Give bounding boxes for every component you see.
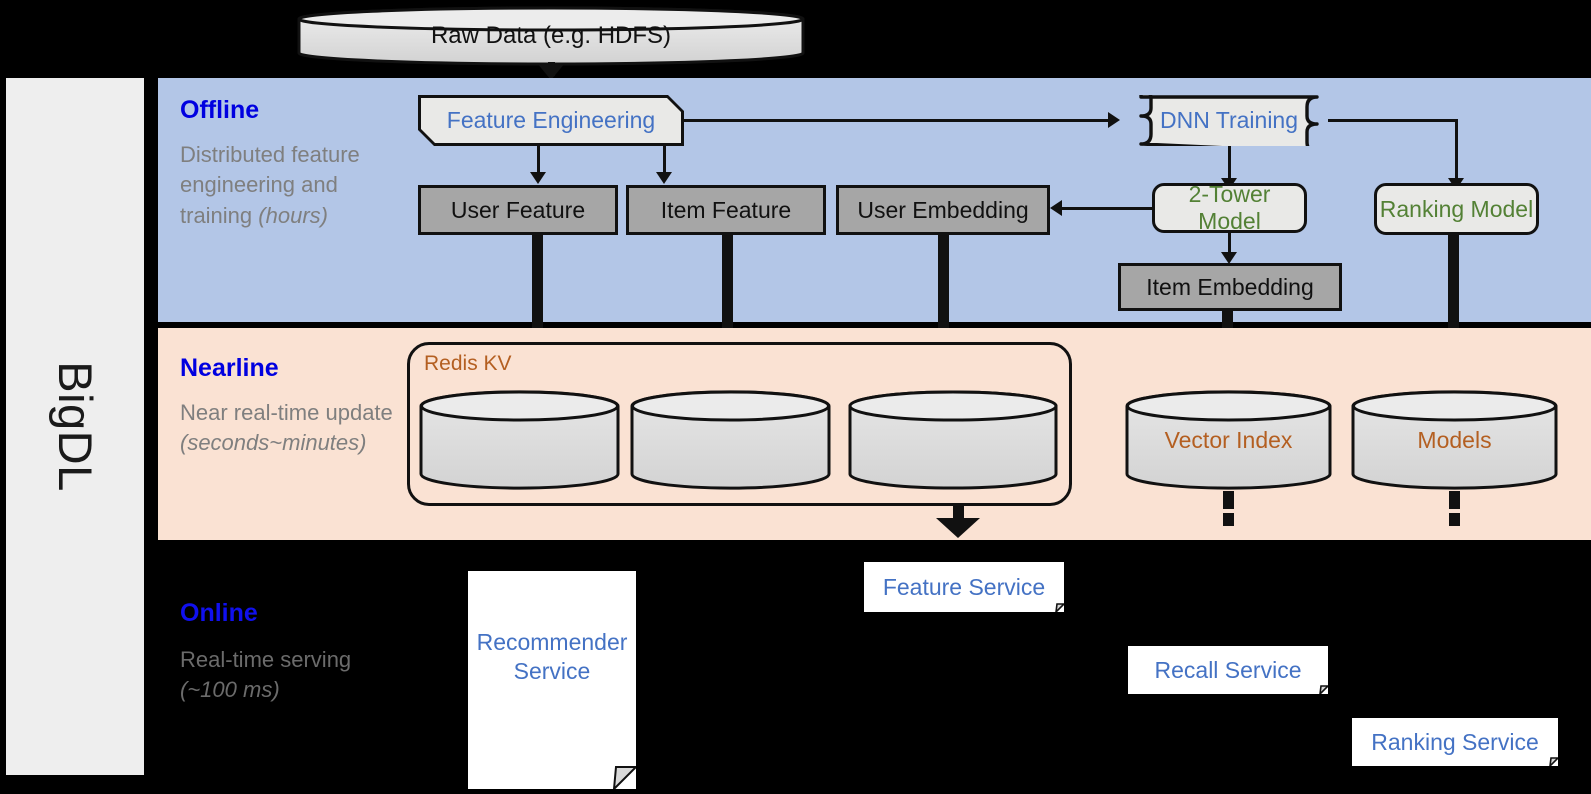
- pipe-userembedding-store: [938, 235, 949, 385]
- database-cylinder-icon: [1125, 390, 1332, 490]
- recommender-service-card[interactable]: Recommender Service: [468, 571, 639, 792]
- item-embedding-node[interactable]: Item Embedding: [1118, 263, 1342, 311]
- arrowhead-fe-dnn: [1108, 112, 1120, 128]
- feature-engineering-node[interactable]: Feature Engineering: [418, 95, 684, 146]
- bigdl-rail-label: BigDL: [6, 78, 144, 775]
- band-nearline-title: Nearline: [180, 354, 279, 382]
- recall-service-label: Recall Service: [1154, 656, 1302, 683]
- models-label: Models: [1417, 426, 1492, 453]
- pipe-itemfeature-store: [722, 235, 733, 385]
- band-offline-title: Offline: [180, 96, 260, 124]
- band-nearline-subtitle: Near real-time update (seconds~minutes): [180, 398, 405, 459]
- database-cylinder-icon: [1351, 390, 1558, 490]
- document-icon: [1352, 718, 1560, 769]
- item-feature-label: Item Feature: [660, 196, 792, 223]
- recommender-service-line2: Service: [513, 658, 591, 684]
- connector-fe-userfeature: [537, 146, 540, 174]
- redis-kv-group: [407, 342, 1072, 506]
- connector-vectorindex-recall-2: [1223, 513, 1234, 526]
- arrowhead-2tower-itemembedding: [1221, 252, 1237, 264]
- band-nearline-subtitle-main: Near real-time update: [180, 400, 393, 425]
- connector-2tower-itemembedding: [1228, 233, 1231, 261]
- document-icon: [468, 571, 639, 792]
- connector-store-featureservice-stub: [953, 506, 964, 522]
- store-item-feature-label: [629, 389, 832, 491]
- connector-2tower-userembedding: [1058, 207, 1154, 210]
- redis-kv-label: Redis KV: [424, 352, 512, 375]
- connector-fe-itemfeature: [663, 146, 666, 174]
- band-online-subtitle-em: (~100 ms): [180, 677, 280, 703]
- arrowhead-fe-itemfeature: [656, 172, 672, 184]
- user-embedding-label: User Embedding: [857, 196, 1029, 223]
- vector-index-label: Vector Index: [1164, 426, 1293, 453]
- band-offline-subtitle: Distributed feature engineering and trai…: [180, 140, 380, 231]
- band-online-title: Online: [180, 599, 258, 627]
- bigdl-label-text: BigDL: [48, 361, 102, 492]
- connector-fe-dnn: [684, 119, 1108, 122]
- band-online-subtitle-main: Real-time serving: [180, 647, 352, 672]
- two-tower-model-node[interactable]: 2-Tower Model: [1152, 181, 1307, 234]
- connector-dnn-ranking-h: [1328, 119, 1458, 122]
- ranking-model-node[interactable]: Ranking Model: [1374, 183, 1539, 235]
- feature-service-card[interactable]: Feature Service: [864, 562, 1066, 615]
- arrowhead-2tower-userembedding: [1050, 200, 1062, 216]
- database-cylinder-icon: [848, 390, 1058, 490]
- store-user-feature-label: [418, 389, 621, 491]
- database-cylinder-icon: [297, 6, 805, 66]
- database-cylinder-icon: [630, 390, 831, 490]
- models-cylinder[interactable]: Models: [1350, 389, 1559, 491]
- recommender-service-label: Recommender Service: [468, 571, 636, 743]
- ranking-model-label: Ranking Model: [1379, 195, 1534, 222]
- user-feature-node[interactable]: User Feature: [418, 185, 618, 235]
- item-feature-node[interactable]: Item Feature: [626, 185, 826, 235]
- ranking-service-label: Ranking Service: [1371, 728, 1539, 755]
- dnn-training-label: DNN Training: [1159, 107, 1299, 133]
- store-user-embedding-cylinder[interactable]: [847, 389, 1059, 491]
- item-embedding-label: Item Embedding: [1146, 273, 1314, 300]
- dnn-training-shape: [1139, 95, 1319, 146]
- feature-engineering-label: Feature Engineering: [421, 98, 681, 143]
- recall-service-card[interactable]: Recall Service: [1128, 646, 1330, 697]
- arrowhead-rawdata-fe: [537, 63, 565, 80]
- database-cylinder-icon: [419, 390, 620, 490]
- connector-dnn-ranking-v: [1455, 119, 1458, 180]
- connector-vectorindex-recall-1: [1223, 491, 1234, 509]
- arrowhead-store-featureservice: [936, 518, 980, 538]
- store-item-feature-cylinder[interactable]: [629, 389, 832, 491]
- two-tower-model-label: 2-Tower Model: [1188, 181, 1271, 234]
- document-icon: [1128, 646, 1330, 697]
- pipe-rankingmodel-models: [1448, 235, 1459, 391]
- vector-index-cylinder[interactable]: Vector Index: [1124, 389, 1333, 491]
- connector-dnn-2tower: [1228, 146, 1231, 180]
- feature-service-label: Feature Service: [882, 573, 1046, 600]
- pipe-userfeature-store: [532, 235, 543, 393]
- store-user-feature-cylinder[interactable]: [418, 389, 621, 491]
- raw-data-label: Raw Data (e.g. HDFS): [430, 22, 672, 49]
- band-online-subtitle: Real-time serving (~100 ms): [180, 645, 395, 706]
- user-embedding-node[interactable]: User Embedding: [836, 185, 1050, 235]
- store-user-embedding-label: [847, 389, 1059, 491]
- band-nearline-subtitle-em: (seconds~minutes): [180, 430, 367, 456]
- connector-models-ranking-2: [1449, 513, 1460, 526]
- ranking-service-card[interactable]: Ranking Service: [1352, 718, 1560, 769]
- connector-models-ranking-1: [1449, 491, 1460, 509]
- band-offline-subtitle-em: (hours): [258, 202, 328, 228]
- dnn-training-node[interactable]: DNN Training: [1130, 95, 1328, 146]
- band-offline-subtitle-main: Distributed feature engineering and trai…: [180, 142, 360, 228]
- raw-data-cylinder: Raw Data (e.g. HDFS): [296, 5, 806, 67]
- document-icon: [864, 562, 1066, 615]
- recommender-service-line1: Recommender: [476, 629, 628, 656]
- user-feature-label: User Feature: [450, 196, 586, 223]
- bigdl-framework-rail: BigDL: [6, 78, 144, 775]
- arrowhead-fe-userfeature: [530, 172, 546, 184]
